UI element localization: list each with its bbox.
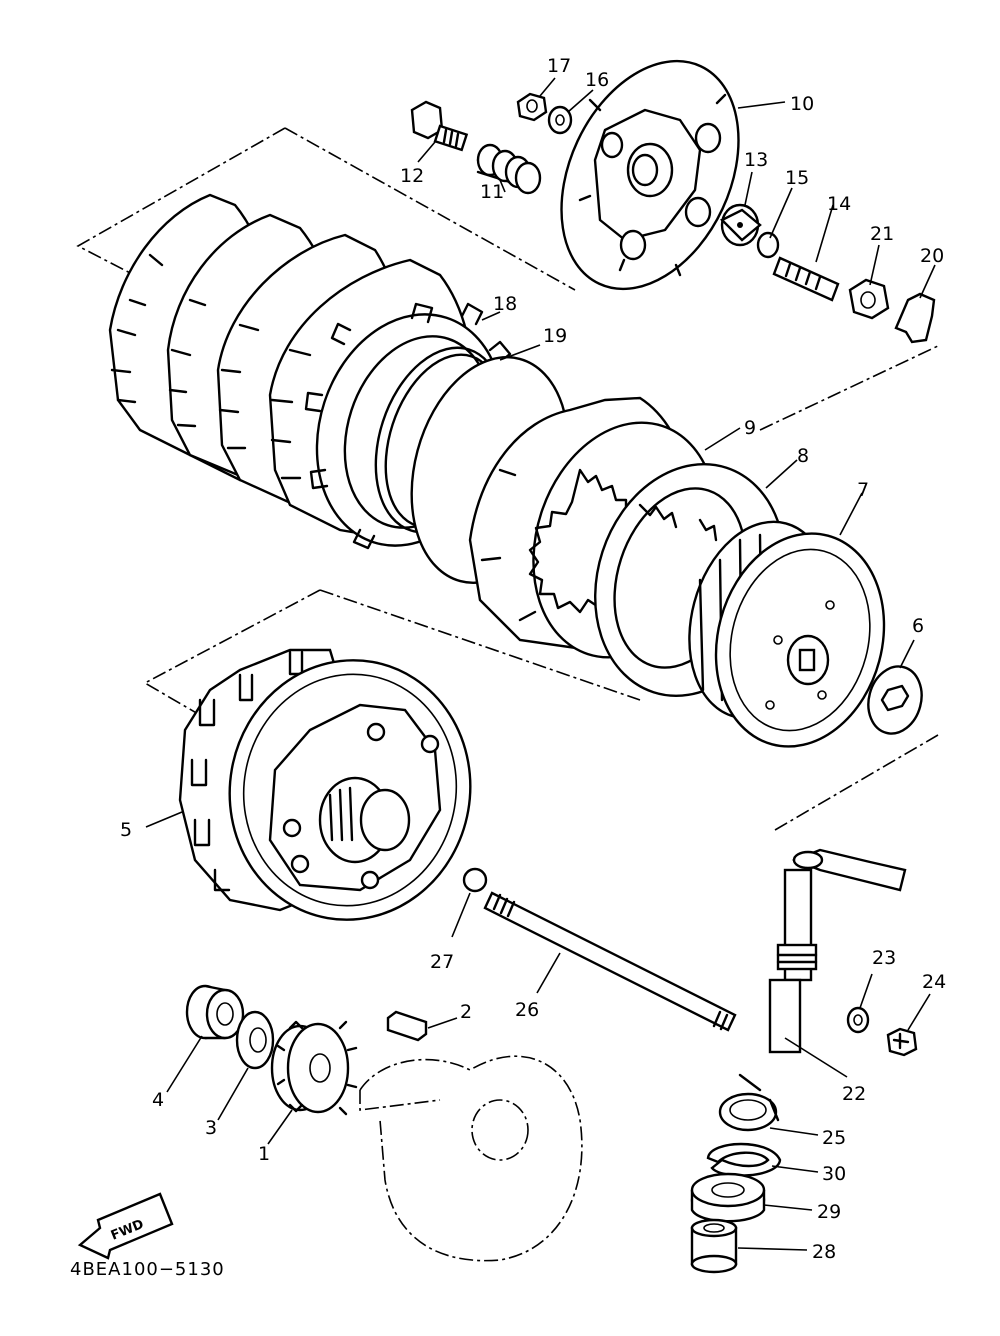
part-10-pressure-plate [560, 59, 740, 291]
part-15-ring [756, 231, 780, 259]
label-16: 16 [585, 69, 609, 91]
label-28: 28 [812, 1241, 836, 1263]
part-2-key [386, 1010, 428, 1042]
label-21: 21 [870, 223, 894, 245]
part-26-push-rod [483, 891, 737, 1032]
part-11-spring [476, 143, 542, 195]
label-4: 4 [152, 1089, 164, 1111]
part-1-gear [270, 1020, 358, 1116]
label-27: 27 [430, 951, 454, 973]
label-25: 25 [822, 1127, 846, 1149]
label-15: 15 [785, 167, 809, 189]
label-1: 1 [258, 1143, 270, 1165]
label-9: 9 [744, 417, 756, 439]
part-3-washer [235, 1010, 275, 1070]
lower-group-frame [143, 589, 939, 831]
part-20-lockwasher [894, 292, 936, 344]
label-7: 7 [857, 479, 869, 501]
part-5-housing [178, 648, 472, 921]
label-29: 29 [817, 1201, 841, 1223]
part-22-lever-shaft [768, 848, 907, 1054]
label-18: 18 [493, 293, 517, 315]
part-12-bolt [410, 100, 469, 152]
part-16-washer [547, 105, 573, 135]
label-14: 14 [827, 193, 851, 215]
label-17: 17 [547, 55, 571, 77]
label-24: 24 [922, 971, 946, 993]
diagram-code: 4BEA100−5130 [70, 1259, 225, 1280]
label-13: 13 [744, 149, 768, 171]
part-21-nut [848, 278, 890, 320]
label-10: 10 [790, 93, 814, 115]
label-8: 8 [797, 445, 809, 467]
fwd-arrow-icon: FWD [77, 1192, 174, 1260]
part-13-cap [719, 203, 762, 247]
part-27-ball [462, 867, 488, 893]
part-7-boss [688, 520, 886, 748]
label-19: 19 [543, 325, 567, 347]
part-28-bushing [690, 1218, 738, 1274]
upper-group-frame [76, 127, 941, 431]
part-24-bolt [886, 1027, 918, 1057]
label-5: 5 [120, 819, 132, 841]
part-4-collar [185, 984, 245, 1040]
leader-lines [145, 77, 936, 1251]
label-22: 22 [842, 1083, 866, 1105]
part-25-spring [718, 1073, 780, 1132]
part-30-clip [706, 1142, 782, 1177]
label-30: 30 [822, 1163, 846, 1185]
label-12: 12 [400, 165, 424, 187]
part-6-washer [867, 665, 923, 735]
label-20: 20 [920, 245, 944, 267]
part-14-push-rod [772, 256, 840, 302]
label-23: 23 [872, 947, 896, 969]
part-23-washer [846, 1006, 870, 1034]
label-11: 11 [480, 181, 504, 203]
crankcase-outline [359, 1055, 583, 1262]
label-3: 3 [205, 1117, 217, 1139]
part-labels: 17 16 10 12 11 13 15 14 21 20 18 19 9 8 … [120, 55, 946, 1263]
label-26: 26 [515, 999, 539, 1021]
part-17-nut [516, 92, 548, 122]
label-2: 2 [460, 1001, 472, 1023]
label-6: 6 [912, 615, 924, 637]
part-29-bearing [690, 1172, 766, 1223]
